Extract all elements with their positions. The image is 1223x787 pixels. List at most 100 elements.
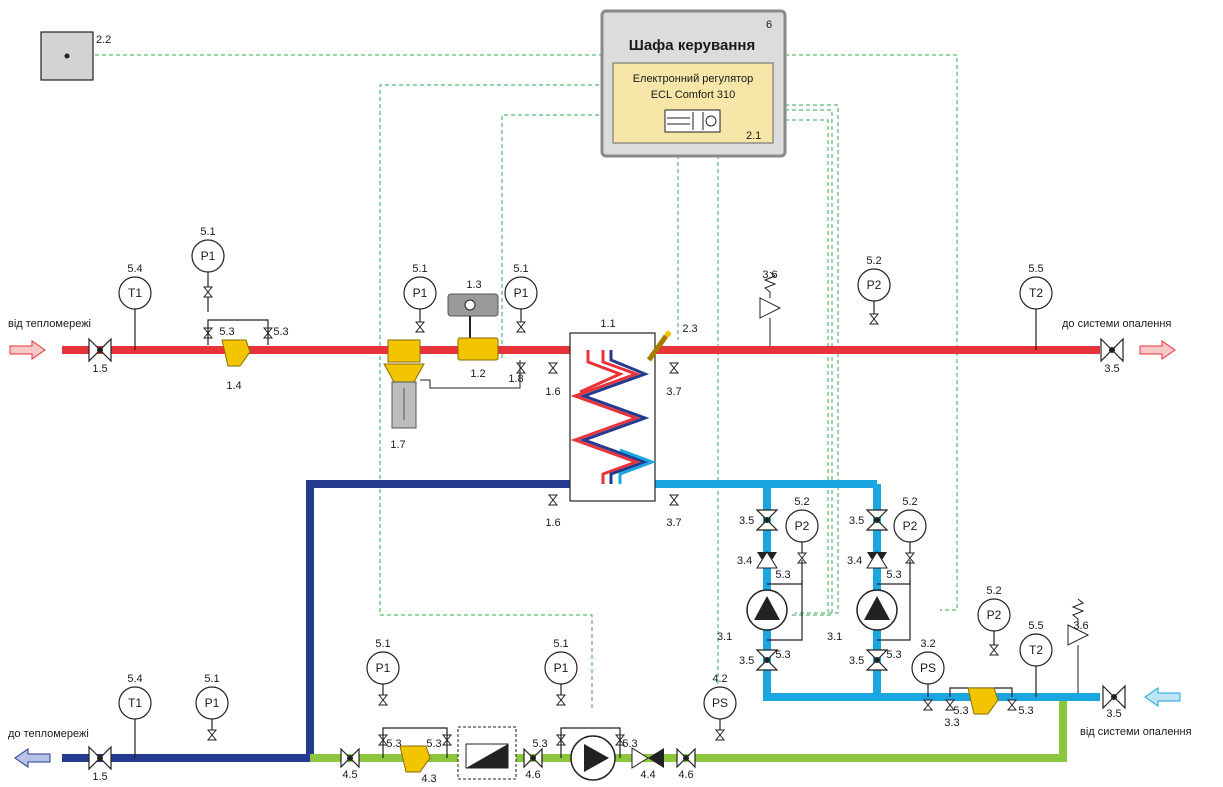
valve-number: 4.6	[678, 769, 693, 781]
component-number: 3.6	[762, 269, 777, 281]
gauge-label: P1	[554, 661, 569, 675]
shutoff-valve	[88, 745, 112, 771]
needle-valve	[904, 552, 916, 564]
component-number: 1.2	[470, 368, 485, 380]
strainers	[221, 339, 999, 773]
component-number: 5.3	[622, 738, 637, 750]
circulation-pump	[746, 589, 788, 631]
needle-valve	[868, 313, 880, 325]
gauge-t1: T1	[118, 276, 152, 350]
gauge-t1: T1	[118, 686, 152, 758]
component-number: 5.3	[532, 738, 547, 750]
gauge-ps: PS	[703, 686, 737, 735]
gauge-number: 5.2	[866, 255, 881, 267]
needle-valve	[206, 729, 218, 741]
gauge-number: 4.2	[712, 673, 727, 685]
label-from-network: від тепломережі	[8, 318, 91, 330]
component-number: 1.8	[508, 373, 523, 385]
needle-valve	[515, 362, 527, 374]
gauge-p2: P2	[893, 509, 927, 560]
label-to-heating: до системи опалення	[1062, 318, 1171, 330]
valve-number: 1.5	[92, 363, 107, 375]
component-number: 5.3	[886, 569, 901, 581]
valve-number: 4.4	[640, 769, 655, 781]
gauge-number: 5.5	[1028, 620, 1043, 632]
pump-number: 3.1	[827, 631, 842, 643]
shutoff-valve	[676, 747, 696, 769]
shutoff-valve	[523, 747, 543, 769]
needle-valve	[922, 699, 934, 711]
valve-number: 3.5	[1106, 708, 1121, 720]
regulator-line2: ECL Comfort 310	[651, 89, 736, 101]
component-number: 5.3	[953, 705, 968, 717]
needle-valve	[547, 362, 559, 374]
label-to-network: до тепломережі	[8, 728, 89, 740]
check-valve	[631, 747, 664, 769]
gauge-number: 5.1	[553, 638, 568, 650]
gauge-number: 5.1	[513, 263, 528, 275]
component-number: 5.3	[775, 569, 790, 581]
needle-valve	[944, 699, 956, 711]
gauge-label: T2	[1029, 643, 1043, 657]
label-from-heating: від системи опалення	[1080, 726, 1192, 738]
shutoff-valve	[865, 649, 889, 671]
gauge-t2: T2	[1019, 633, 1053, 697]
gauge-label: PS	[920, 661, 936, 675]
component-number: 1.7	[390, 439, 405, 451]
component-number: 5.3	[1018, 705, 1033, 717]
heat-exchanger-number: 1.1	[600, 318, 615, 330]
control-cabinet: Шафа керування 6 Електронний регулятор E…	[600, 9, 787, 158]
pumps	[570, 589, 898, 781]
valve-number: 3.5	[739, 655, 754, 667]
control-valve	[447, 293, 499, 361]
component-number: 3.3	[944, 717, 959, 729]
needle-valve	[714, 729, 726, 741]
valve-number: 3.5	[1104, 363, 1119, 375]
gauge-label: T1	[128, 286, 142, 300]
circulation-pump	[856, 589, 898, 631]
gauge-label: T1	[128, 696, 142, 710]
signal-lines	[95, 54, 958, 710]
valve-number: 3.5	[849, 515, 864, 527]
component-number: 3.7	[666, 517, 681, 529]
needle-valve	[796, 552, 808, 564]
pump-number: 3.1	[717, 631, 732, 643]
valve-number: 3.4	[847, 555, 862, 567]
component-number: 5.3	[273, 326, 288, 338]
component-number: 1.4	[226, 380, 241, 392]
component-number: 1.6	[545, 386, 560, 398]
gauge-number: 5.1	[412, 263, 427, 275]
gauge-label: PS	[712, 696, 728, 710]
component-number: 2.3	[682, 323, 697, 335]
safety-valves	[759, 271, 1090, 693]
gauge-p2: P2	[785, 509, 819, 560]
component-number: 5.3	[386, 738, 401, 750]
check-valve	[756, 551, 778, 569]
needle-valve	[988, 644, 1000, 656]
component-number: 5.3	[886, 649, 901, 661]
needle-valve	[377, 694, 389, 706]
shutoff-valve	[755, 649, 779, 671]
shutoff-valve	[88, 337, 112, 363]
valve-number: 4.5	[342, 769, 357, 781]
component-number: 5.3	[426, 738, 441, 750]
check-valve	[866, 551, 888, 569]
gauge-number: 5.1	[200, 226, 215, 238]
cabinet-title: Шафа керування	[629, 37, 755, 54]
gauge-label: P2	[795, 519, 810, 533]
component-number: 3.7	[666, 386, 681, 398]
gauge-p1: P1	[403, 276, 437, 330]
pressure-regulator	[383, 339, 521, 429]
gauge-label: P1	[376, 661, 391, 675]
needle-valve	[547, 494, 559, 506]
gauge-number: 5.4	[127, 263, 142, 275]
component-number: 5.3	[775, 649, 790, 661]
water-meter	[457, 726, 517, 780]
shutoff-valve	[340, 747, 360, 769]
gauge-label: P2	[867, 278, 882, 292]
outdoor-sensor: 2.2	[40, 31, 111, 81]
needle-valve	[1006, 699, 1018, 711]
gauge-number: 5.2	[902, 496, 917, 508]
